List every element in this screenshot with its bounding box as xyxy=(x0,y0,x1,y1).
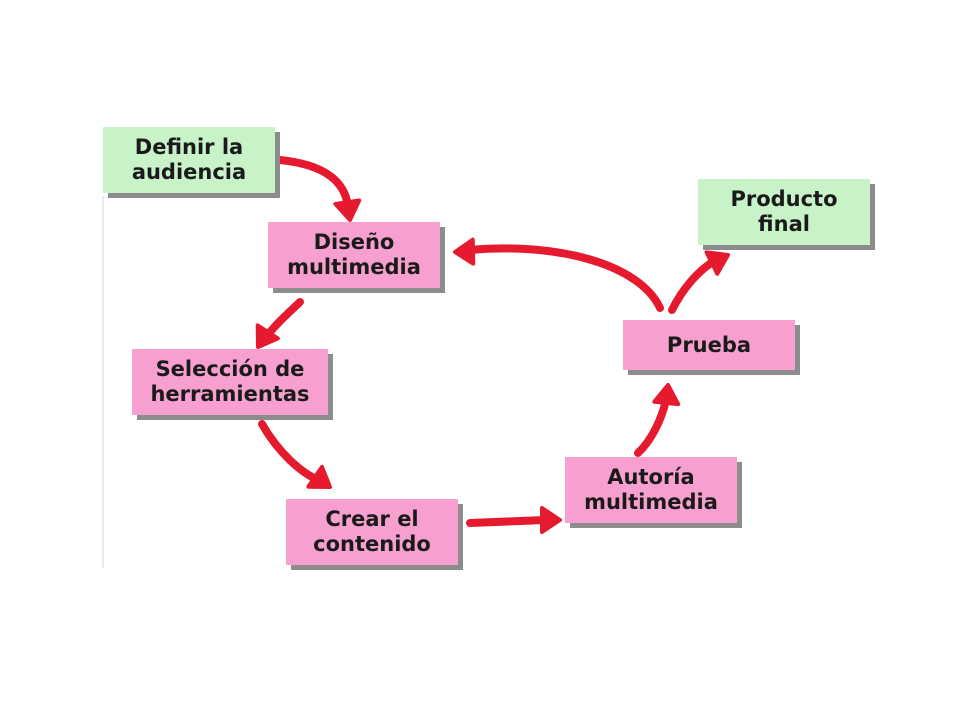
arrowhead-crear-contenido-to-autoria-multimedia xyxy=(540,506,562,534)
node-label: Prueba xyxy=(666,332,752,357)
node-prueba: Prueba xyxy=(623,320,795,370)
divider-line xyxy=(102,196,104,568)
arrow-prueba-to-producto-final xyxy=(668,256,720,314)
arrowhead-seleccion-herramientas-to-crear-contenido xyxy=(306,464,332,489)
arrowhead-diseno-multimedia-to-seleccion-herramientas xyxy=(255,323,280,349)
arrow-definir-audiencia-to-diseno-multimedia xyxy=(276,156,352,210)
arrowhead-autoria-multimedia-to-prueba xyxy=(652,383,681,407)
arrow-crear-contenido-to-autoria-multimedia xyxy=(466,516,549,527)
arrow-autoria-multimedia-to-prueba xyxy=(634,396,670,457)
arrow-prueba-to-diseno-multimedia xyxy=(466,244,664,312)
arrowhead-prueba-to-producto-final xyxy=(704,250,730,276)
arrowhead-prueba-to-diseno-multimedia xyxy=(453,237,476,266)
arrowhead-definir-audiencia-to-diseno-multimedia xyxy=(333,198,362,222)
arrow-seleccion-herramientas-to-crear-contenido xyxy=(258,420,322,484)
